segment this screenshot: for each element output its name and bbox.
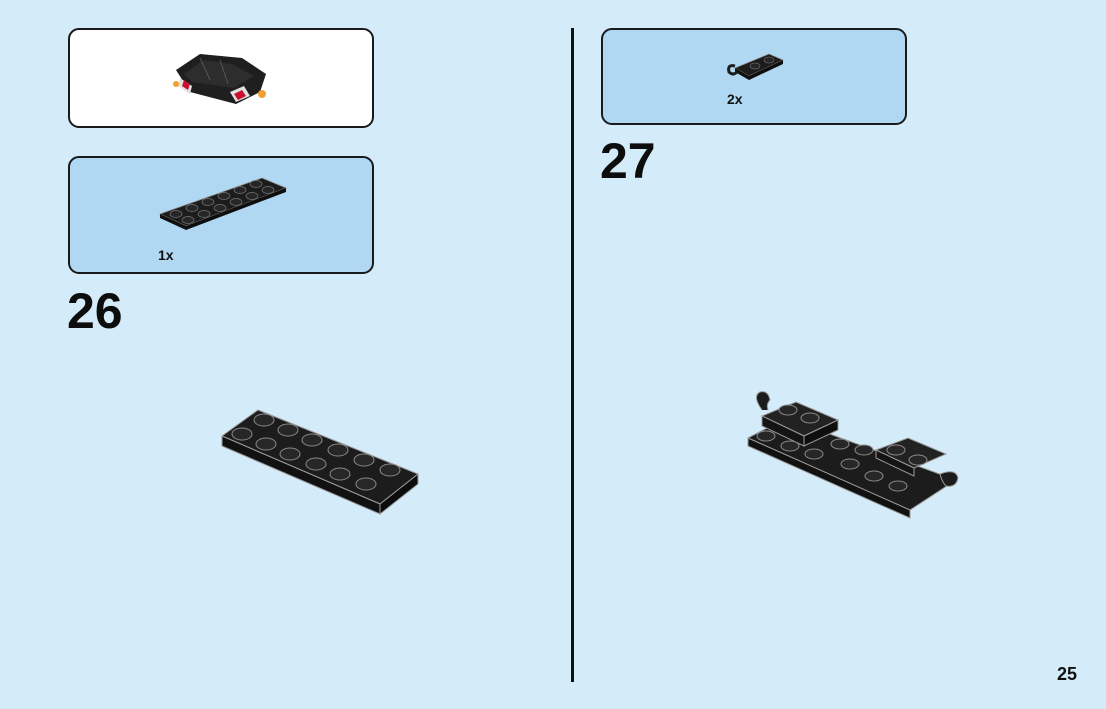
model-preview-panel (68, 28, 374, 128)
page-number: 25 (1056, 664, 1077, 684)
step-number-27: 27 (600, 133, 656, 189)
column-divider (571, 28, 574, 682)
assembly-with-clips-icon (746, 391, 959, 519)
clip-plate-icon (727, 53, 784, 80)
part-quantity-label: 2x (727, 91, 743, 107)
step-number-26: 26 (67, 283, 123, 339)
completed-car-icon (173, 54, 266, 104)
part-quantity-label: 1x (158, 247, 174, 263)
plate-placement-icon (220, 409, 419, 516)
parts-callout-step-27: 2x (601, 28, 907, 125)
parts-callout-step-26: 1x (68, 156, 374, 274)
black-2x6-plate-icon (158, 177, 288, 230)
